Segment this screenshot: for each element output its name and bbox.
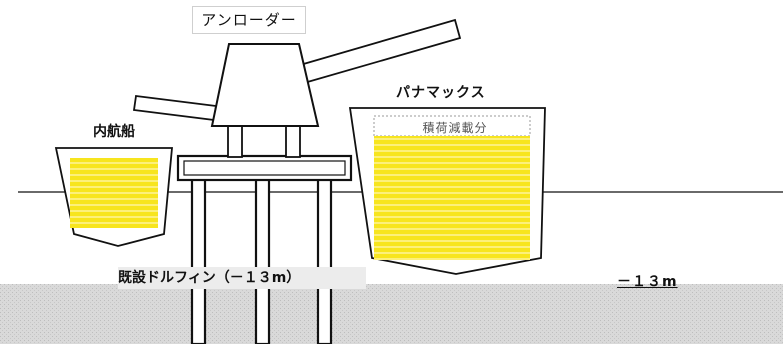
unloader-body (210, 43, 320, 127)
dolphin-piles (190, 174, 333, 344)
panamax-cargo (374, 136, 530, 260)
cargo-reduction-label: 積荷減載分 (422, 121, 488, 135)
existing-dolphin-label: 既設ドルフィン（－１３m） (118, 267, 366, 289)
unloader-boom (298, 18, 462, 85)
seabed (0, 284, 783, 344)
unloader-label: アンローダー (192, 6, 306, 34)
depth-label: －１３m (617, 274, 678, 290)
coastal-ship (54, 147, 173, 247)
dolphin-deck (176, 154, 353, 182)
coastal-ship-label: 内航船 (93, 124, 135, 140)
unloader-front-arm (132, 94, 218, 122)
panamax-ship (348, 107, 546, 275)
panamax-label: パナマックス (396, 85, 486, 101)
coastal-ship-cargo (70, 158, 158, 228)
unloader-legs (227, 123, 301, 158)
